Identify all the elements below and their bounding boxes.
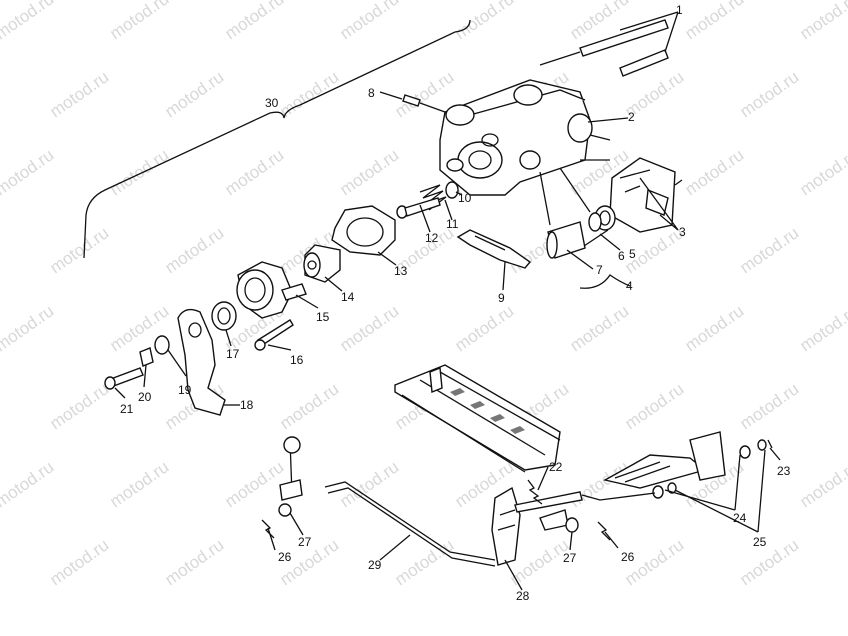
pin-set — [539, 19, 669, 77]
label-part-26-left: 26 — [278, 550, 292, 564]
watermark-text: motod.ru — [336, 301, 402, 355]
label-part-1: 1 — [676, 3, 683, 17]
label-part-26-right: 26 — [621, 550, 635, 564]
watermark-text: motod.ru — [736, 67, 802, 121]
label-part-13: 13 — [394, 264, 408, 278]
label-part-27-right: 27 — [563, 551, 577, 565]
label-part-19: 19 — [178, 383, 192, 397]
watermark-text: motod.ru — [796, 0, 848, 43]
watermark-text: motod.ru — [736, 379, 802, 433]
label-part-12: 12 — [425, 231, 439, 245]
watermark-text: motod.ru — [106, 145, 172, 199]
washer-17 — [211, 301, 237, 331]
brake-lever — [456, 229, 532, 269]
label-part-22: 22 — [549, 460, 563, 474]
left-linkage — [261, 436, 303, 539]
piston-assembly — [539, 167, 616, 259]
label-part-11: 11 — [446, 217, 459, 231]
part-labels: 1 2 3 4 5 6 7 8 9 10 11 12 13 14 15 16 1… — [120, 3, 791, 603]
watermark-text: motod.ru — [0, 457, 57, 511]
watermark-text: motod.ru — [221, 0, 287, 43]
watermark-text: motod.ru — [0, 301, 57, 355]
watermark-text: motod.ru — [681, 145, 747, 199]
watermark-text: motod.ru — [221, 145, 287, 199]
watermark-text: motod.ru — [796, 457, 848, 511]
watermark-text: motod.ru — [221, 457, 287, 511]
mount-bracket-18 — [177, 308, 226, 416]
label-part-23: 23 — [777, 464, 791, 478]
watermark-text: motod.ru — [451, 0, 517, 43]
watermark-text: motod.ru — [161, 67, 227, 121]
label-part-17: 17 — [226, 347, 240, 361]
watermark-text: motod.ru — [681, 301, 747, 355]
watermark-text: motod.ru — [336, 145, 402, 199]
label-part-9: 9 — [498, 291, 505, 305]
group-brace-30 — [83, 19, 471, 259]
right-linkage — [565, 431, 773, 541]
bolt-16 — [254, 319, 294, 351]
brake-pedal — [491, 479, 583, 566]
label-part-15: 15 — [316, 310, 330, 324]
brake-rod — [324, 481, 496, 567]
watermark-text: motod.ru — [46, 535, 112, 589]
label-part-14: 14 — [341, 290, 355, 304]
watermark-text: motod.ru — [681, 0, 747, 43]
label-part-7: 7 — [596, 263, 603, 277]
label-part-5: 5 — [629, 247, 636, 261]
watermark-text: motod.ru — [106, 457, 172, 511]
watermark-text: motod.ru — [46, 67, 112, 121]
watermark-text: motod.ru — [391, 535, 457, 589]
watermark-text: motod.ru — [451, 301, 517, 355]
watermark-text: motod.ru — [46, 223, 112, 277]
watermark-text: motod.ru — [736, 535, 802, 589]
gasket — [331, 205, 396, 256]
watermark-text: motod.ru — [336, 0, 402, 43]
label-part-20: 20 — [138, 390, 152, 404]
watermark-text: motod.ru — [161, 223, 227, 277]
cam — [236, 261, 307, 319]
label-part-29: 29 — [368, 558, 382, 572]
label-part-21: 21 — [120, 402, 134, 416]
actuator-pin — [396, 197, 441, 219]
label-part-30: 30 — [265, 96, 279, 110]
watermark-text: motod.ru — [161, 535, 227, 589]
watermark-text: motod.ru — [566, 301, 632, 355]
watermark-text: motod.ru — [796, 301, 848, 355]
watermark-layer: motod.ru motod.ru motod.ru motod.ru motod.ru… — [0, 0, 848, 589]
label-part-28: 28 — [516, 589, 530, 603]
label-part-4: 4 — [626, 279, 633, 293]
bleeder-screw — [402, 94, 446, 113]
brake-lever-detail — [474, 235, 506, 251]
watermark-text: motod.ru — [621, 379, 687, 433]
watermark-text: motod.ru — [106, 0, 172, 43]
label-part-18: 18 — [240, 398, 254, 412]
watermark-text: motod.ru — [0, 0, 57, 43]
label-part-27-left: 27 — [298, 535, 312, 549]
label-part-2: 2 — [628, 110, 635, 124]
label-part-16: 16 — [290, 353, 304, 367]
watermark-text: motod.ru — [46, 379, 112, 433]
label-part-3: 3 — [679, 225, 686, 239]
label-part-8: 8 — [368, 86, 375, 100]
watermark-text: motod.ru — [796, 145, 848, 199]
fastener-stack — [104, 335, 170, 390]
watermark-text: motod.ru — [736, 223, 802, 277]
label-part-6: 6 — [618, 249, 625, 263]
label-part-24: 24 — [733, 511, 747, 525]
watermark-text: motod.ru — [0, 145, 57, 199]
footrest-tray — [394, 364, 561, 473]
leader-lines — [114, 11, 781, 591]
caliper-body — [439, 79, 611, 196]
watermark-text: motod.ru — [336, 457, 402, 511]
label-part-25: 25 — [753, 535, 767, 549]
spring-and-ring — [419, 181, 459, 211]
label-part-10: 10 — [458, 191, 472, 205]
cam-housing — [303, 244, 341, 283]
watermark-text: motod.ru — [276, 379, 342, 433]
